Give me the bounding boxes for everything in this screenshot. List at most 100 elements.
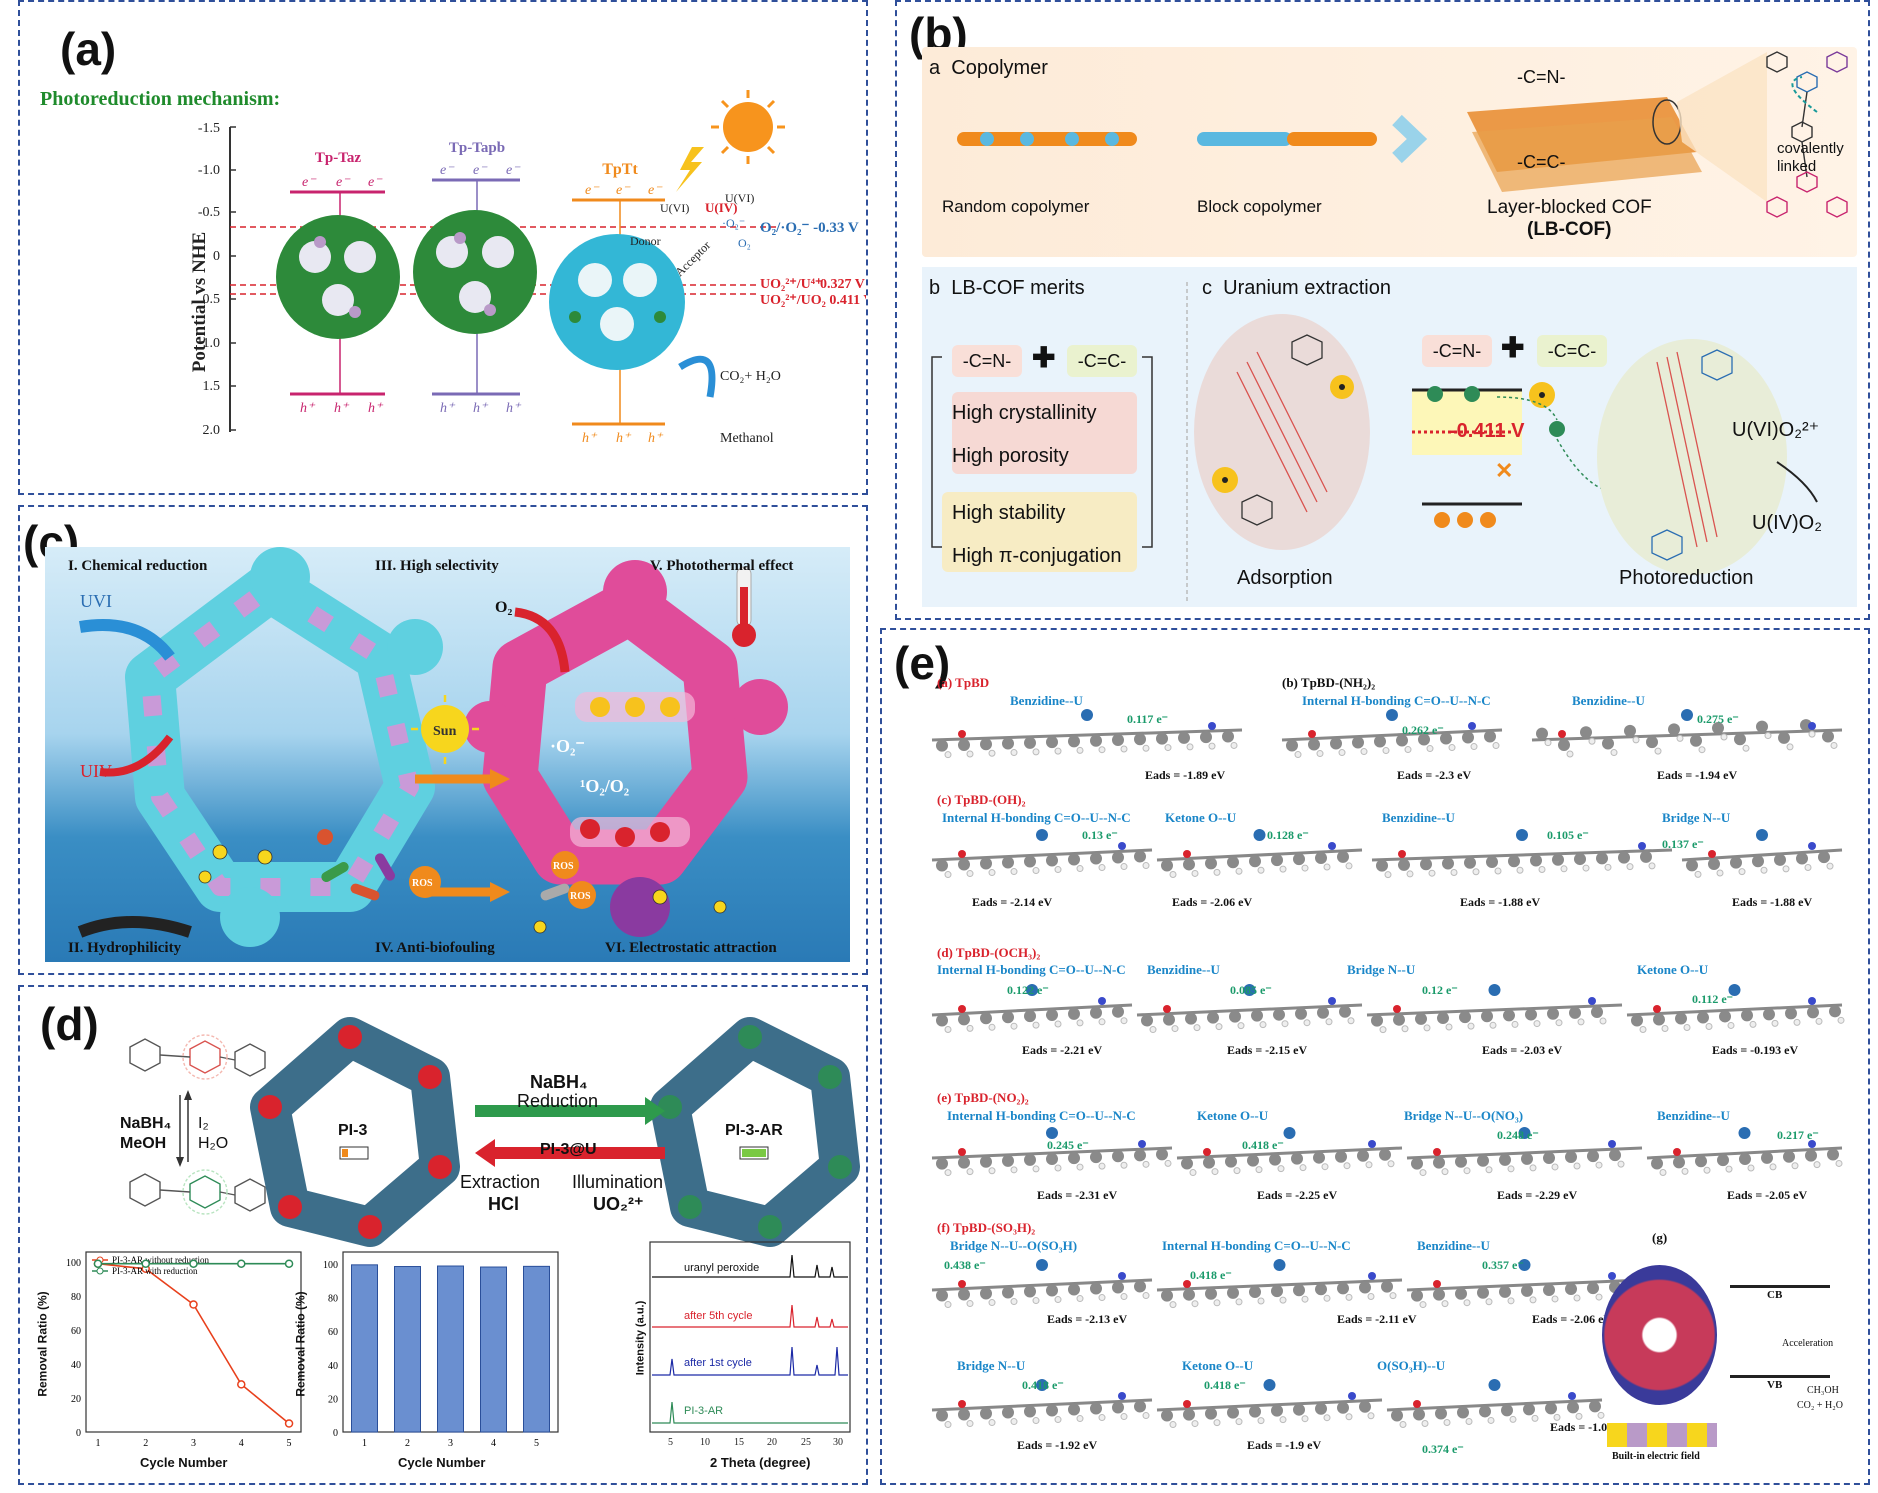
atom-c [1161,1289,1173,1302]
atom-h [1604,863,1612,871]
atom-c [1002,1011,1014,1024]
xrd-label-2: after 1st cycle [684,1357,752,1369]
atom-c [1112,851,1124,864]
line-ytick-4: 80 [71,1292,81,1303]
xrd-xtick-2: 15 [734,1437,744,1448]
atom-c [1673,1156,1685,1169]
atom-c [1046,1404,1058,1417]
atom-c [1112,1401,1124,1414]
atom-h [1347,1017,1355,1025]
atom-c [1486,856,1498,868]
atom-o [1558,730,1566,738]
atom-c [1374,735,1386,748]
voltage-label: -0.411 V [1450,420,1525,442]
cof3-name: TpTt [602,161,638,178]
molecule-backbone-15 [931,1278,1153,1292]
atom-u [1756,829,1768,841]
atom-o [1183,850,1191,858]
nabh4-left: NaBH₄ [120,1115,172,1132]
atom-c [1134,850,1146,863]
atom-o [1308,730,1316,738]
atom-c [1587,1150,1599,1163]
atom-h [1098,1018,1106,1026]
atom-h [1830,741,1838,749]
atom-h [1573,1162,1581,1170]
atom-h [1076,1415,1084,1423]
xrd-ylabel: Intensity (a.u.) [634,1300,647,1376]
atom-c [958,1156,970,1169]
energy-diagram: -1.5 -1.0 -0.5 0 0.5 1.0 1.5 2.0 Potenti… [189,90,866,446]
atom-c [1785,1007,1797,1020]
atom-c [1313,1151,1325,1164]
atom-h [1399,1421,1407,1429]
panel-a: (a) Photoreduction mechanism: -1.5 -1.0 … [18,0,868,495]
e3: e⁻ [368,175,383,190]
atom-h [966,1300,974,1308]
h2: h⁺ [334,401,350,416]
atom-h [1419,1169,1427,1177]
atom-o [1433,1148,1441,1156]
atom-u [1253,829,1266,841]
pi3ar-label: PI-3-AR [725,1122,783,1139]
atom-o [958,730,966,738]
arrow-icon [1392,114,1428,164]
atom-c [1569,1006,1581,1019]
q-c3: 0.105 e⁻ [1547,828,1589,842]
atom-h [1509,1415,1517,1423]
atom-c [1134,733,1146,746]
h1: h⁺ [300,401,316,416]
atom-c [1205,1407,1217,1420]
atom-o [1433,1280,1441,1288]
molecule-backbone-18 [931,1398,1153,1412]
atom-c [936,1409,948,1422]
atom-o [958,1280,966,1288]
atom-c [1046,736,1058,749]
e6: e⁻ [506,163,521,178]
q-f4: 0.418 e⁻ [1022,1378,1064,1392]
atom-c [1024,1010,1036,1023]
atom-h [1837,1016,1845,1024]
atom-h [1720,733,1728,741]
atom-h [1316,750,1324,758]
atom-h [1659,1168,1667,1176]
atom-c [1046,854,1058,867]
atom-h [1835,1159,1843,1167]
molecule-backbone-1 [1281,728,1503,742]
xrd-chart: 5 10 15 20 25 30 [652,1254,848,1448]
xrd-label-0: uranyl peroxide [684,1262,760,1274]
atom-c [1183,1408,1195,1421]
q-f2: 0.418 e⁻ [1190,1268,1232,1282]
atom-o [1413,1400,1421,1408]
atom-o [1673,1148,1681,1156]
atom-c [1156,1148,1168,1161]
atom-c [1203,1156,1215,1169]
eads-c3: Eads = -1.88 eV [1460,895,1541,909]
atom-c [1499,1153,1511,1166]
atom-n [1118,842,1126,850]
atom-c [1822,730,1834,743]
atom-h [1764,732,1772,740]
atom-c [1002,737,1014,750]
lbcof-abbr: (LB-COF) [1527,219,1612,240]
line-xtick-1: 2 [143,1438,148,1449]
atom-c [1829,1005,1841,1018]
atom-c [980,1287,992,1300]
atom-h [1142,1160,1150,1168]
site-e-1: Internal H-bonding C=O--U--N-C [947,1108,1136,1123]
block-label: Block copolymer [1197,197,1322,216]
atom-h [1367,1412,1375,1420]
atom-h [1164,1159,1172,1167]
atom-c [1521,1152,1533,1165]
cof-tp-taz-image [276,215,400,339]
atom-h [1485,1298,1493,1306]
eads-d1: Eads = -2.21 eV [1022,1043,1103,1057]
dft-structures [931,709,1845,1429]
atom-c [1046,1009,1058,1021]
atom-c [958,738,970,751]
atom-c [1442,857,1454,870]
atom-h [1010,749,1018,757]
atom-c [1315,852,1327,864]
atom-h [1782,865,1790,873]
atom-h [1171,1025,1179,1033]
atom-c [1805,1149,1817,1162]
